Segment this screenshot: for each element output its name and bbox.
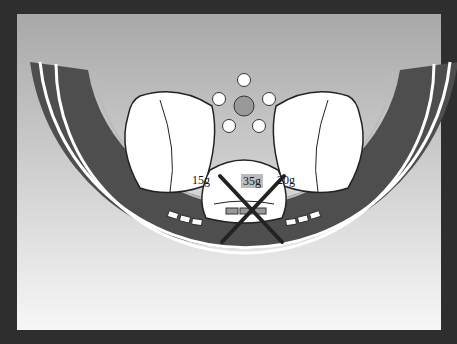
tire: [30, 62, 457, 249]
weight-label: 15g: [192, 173, 210, 187]
tire-groove: [40, 62, 450, 248]
spoke-line: [316, 100, 328, 192]
spoke: [273, 92, 363, 193]
weight-right: [286, 211, 321, 226]
bolt-holes: [213, 74, 276, 133]
spoke: [125, 92, 215, 193]
weight-left: [167, 211, 202, 226]
spoke-line: [160, 100, 172, 192]
rim-edge: [95, 72, 393, 205]
tire-groove: [56, 64, 434, 253]
spoke: [202, 160, 286, 223]
weight-label-removed: 35g: [241, 174, 263, 188]
hub: [234, 96, 254, 116]
weight-removed: [226, 208, 266, 214]
weight-label: 20g: [277, 173, 295, 187]
